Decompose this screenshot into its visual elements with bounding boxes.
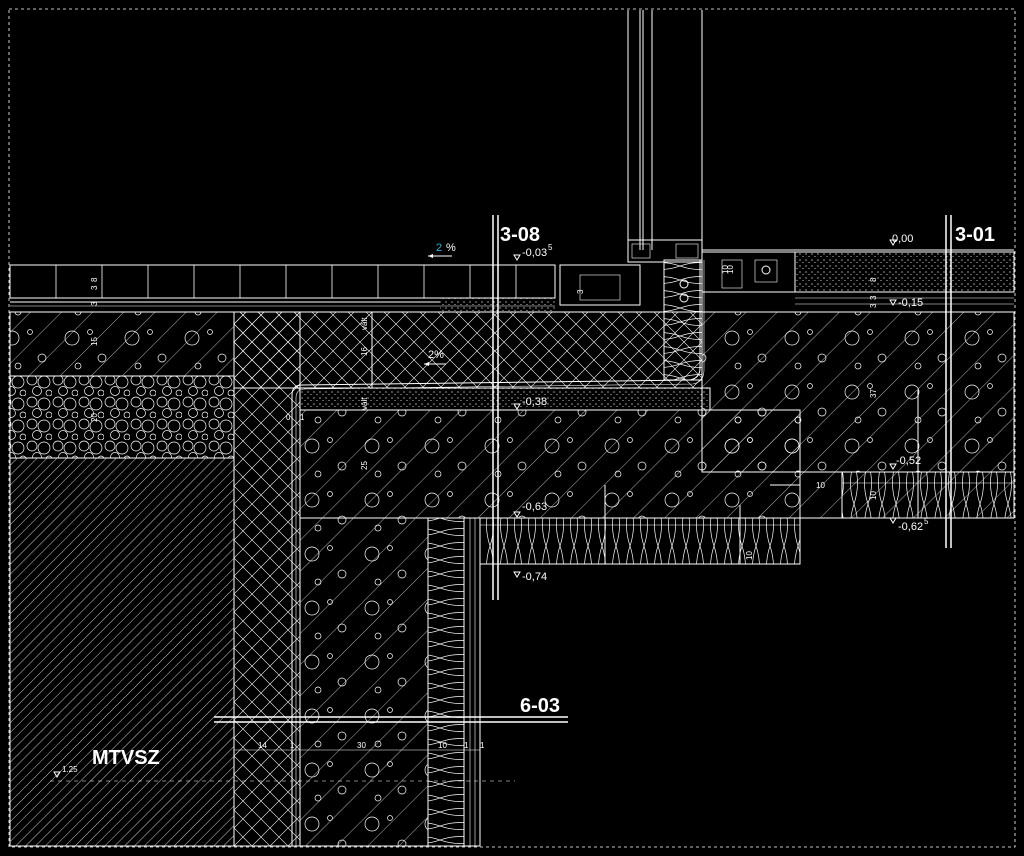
dim-left-0: 3 <box>90 285 99 290</box>
soil-region <box>10 458 234 846</box>
dim-bottom-3: 10 <box>438 741 447 750</box>
dim-misc-3: 1 <box>300 413 305 422</box>
dim-mid-4: vált <box>360 317 369 330</box>
material-label: MTVSZ <box>92 747 160 769</box>
level-l5: -0,52 <box>896 455 921 467</box>
screed-layer <box>300 388 710 410</box>
dim-right-0: 37 <box>869 389 878 398</box>
level-l7: -0,63 <box>522 501 547 513</box>
dim-left-1: 8 <box>90 277 99 282</box>
section-mark-3-08: 3-08 <box>500 224 540 246</box>
dim-bottom-5: 1 <box>480 741 485 750</box>
foundation-wall <box>299 517 429 847</box>
dim-bottom-1: 1 <box>290 741 295 750</box>
level-l6-sup: 5 <box>924 517 929 526</box>
insulation-upstand <box>664 260 702 380</box>
level-l9: 1.25 <box>62 765 78 774</box>
dim-bottom-0: 14 <box>258 741 267 750</box>
dim-right-3: 3 <box>869 303 878 308</box>
gravel-layer <box>10 376 234 458</box>
insulation-wall <box>428 518 464 846</box>
slope-value: 2 <box>436 242 442 254</box>
dim-misc-0: 10 <box>816 481 825 490</box>
section-mark-6-03: 6-03 <box>520 695 560 717</box>
insulation-right <box>842 472 1014 518</box>
level-l1: -0,03 <box>522 247 547 259</box>
dim-mid-5: vált <box>360 397 369 410</box>
dim-left-3: 15 <box>90 337 99 346</box>
dim-mid-1: 25 <box>360 461 369 470</box>
level-l6: -0,62 <box>898 521 923 533</box>
insulation-under-slab <box>480 518 800 564</box>
level-l8: -0,74 <box>522 571 547 583</box>
section-line-3-01 <box>945 215 952 548</box>
dim-right-4: 10 <box>869 491 878 500</box>
dim-mid-3: 3 <box>576 289 585 294</box>
upper-masonry <box>234 312 372 388</box>
dim-mid-0: 16 <box>360 347 369 356</box>
level-l3: -0,15 <box>898 297 923 309</box>
dim-misc-2: 10 <box>726 265 735 274</box>
level-l1-sup: 5 <box>548 243 553 252</box>
dim-left-2: 3 <box>90 301 99 306</box>
level-markers <box>53 239 897 778</box>
level-l4: -0,38 <box>522 396 547 408</box>
slope-mid: 2% <box>428 349 444 361</box>
dim-right-1: 8 <box>869 277 878 282</box>
section-mark-3-01: 3-01 <box>955 224 995 246</box>
dim-misc-4: 0 <box>286 413 291 422</box>
dim-left-4: 20 <box>90 413 99 422</box>
dim-mid-2: 10 <box>721 265 730 274</box>
section-line-6-03 <box>214 716 568 723</box>
dim-right-2: 3 <box>869 295 878 300</box>
level-l2: 0,00 <box>892 233 913 245</box>
masonry-wall <box>234 312 300 846</box>
base-slab-left <box>9 311 235 377</box>
dim-bottom-2: 30 <box>357 741 366 750</box>
dim-misc-1: 10 <box>745 551 754 560</box>
floor-buildup-right <box>702 251 1015 313</box>
door-frame <box>559 10 1014 306</box>
section-line-3-08 <box>492 215 499 600</box>
slope-unit: % <box>446 242 456 254</box>
drawing-frame <box>8 8 1016 848</box>
dim-bottom-4: 1 <box>464 741 469 750</box>
